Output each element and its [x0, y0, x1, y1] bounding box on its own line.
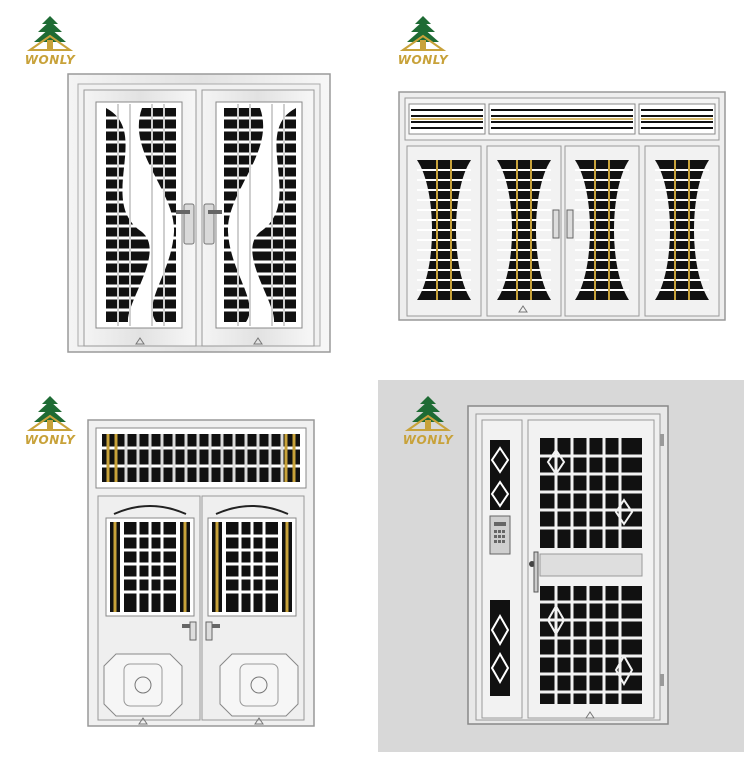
- brand-text: WONLY: [24, 433, 76, 447]
- door-illustration: [467, 405, 669, 725]
- door-illustration: [67, 73, 331, 353]
- brand-logo: WONLY: [391, 14, 455, 67]
- product-panel-1: WONLY: [0, 0, 375, 375]
- brand-text: WONLY: [397, 53, 449, 67]
- tree-icon: [404, 396, 452, 431]
- tree-icon: [399, 16, 447, 51]
- door-illustration: [87, 419, 315, 727]
- product-panel-4: WONLY: [378, 380, 744, 752]
- tree-icon: [26, 396, 74, 431]
- tree-icon: [26, 16, 74, 51]
- brand-logo: WONLY: [18, 14, 82, 67]
- brand-logo: WONLY: [396, 394, 460, 447]
- brand-text: WONLY: [402, 433, 454, 447]
- door-illustration: [398, 91, 726, 321]
- brand-text: WONLY: [24, 53, 76, 67]
- product-panel-2: WONLY: [375, 0, 750, 375]
- brand-logo: WONLY: [18, 394, 82, 447]
- product-panel-3: WONLY: [0, 380, 375, 757]
